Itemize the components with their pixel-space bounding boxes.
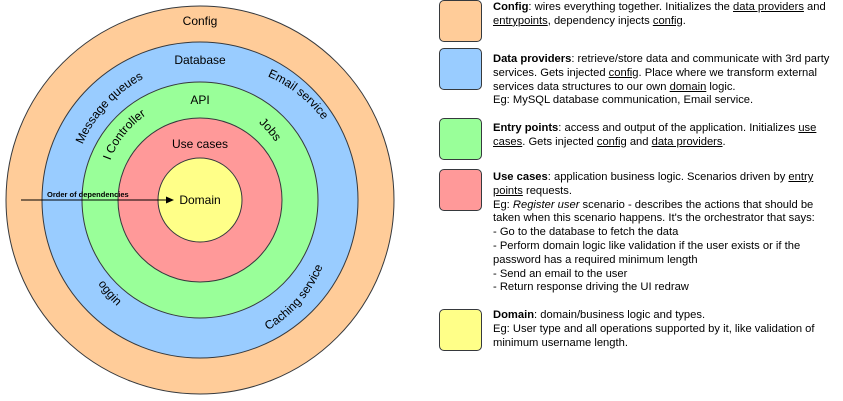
config-title: Config [493, 1, 529, 13]
use-cases-layer-label: Use cases [172, 137, 228, 151]
domain-swatch [439, 309, 482, 351]
data-providers-link-domain: domain [669, 80, 707, 93]
use-cases-step: - Return response driving the UI redraw [493, 281, 689, 294]
data-providers-title: Data providers [493, 53, 572, 65]
order-of-dependencies-label: Order of dependencies [47, 190, 129, 199]
use-cases-step: - Perform domain logic like validation i… [493, 239, 801, 266]
use-cases-step: - Go to the database to fetch the data [493, 226, 679, 239]
use-cases-step: - Send an email to the user [493, 267, 628, 280]
config-link-entrypoints: entrypoints [493, 14, 548, 27]
domain-description: Domain: domain/business logic and types.… [493, 309, 815, 349]
config-swatch [439, 0, 482, 42]
onion-architecture-diagram: Config Database API Use cases Domain Mes… [0, 0, 395, 395]
domain-title: Domain [493, 309, 535, 321]
config-layer-label: Config [183, 14, 218, 28]
use-cases-example-scenario: Register user [512, 198, 580, 211]
entry-points-swatch [439, 118, 482, 160]
entry-points-link-data-providers: data providers [651, 135, 723, 148]
use-cases-link-entry-points: entry points [493, 171, 814, 197]
data-providers-description: Data providers: retrieve/store data and … [493, 53, 830, 107]
config-description: Config: wires everything together. Initi… [493, 1, 826, 27]
database-label: Database [174, 53, 226, 67]
use-cases-description: Use cases: application business logic. S… [493, 171, 815, 294]
dependency-arrow-head [166, 196, 174, 204]
entry-points-title: Entry points [493, 122, 559, 134]
api-label: API [190, 93, 209, 107]
use-cases-title: Use cases [493, 171, 548, 183]
entry-points-description: Entry points: access and output of the a… [493, 122, 817, 148]
entry-points-link-use-cases: use cases [493, 122, 817, 148]
config-link-data-providers: data providers [733, 1, 804, 13]
data-providers-swatch [439, 48, 482, 90]
domain-layer-label: Domain [179, 193, 220, 207]
use-cases-swatch [439, 169, 482, 211]
entry-points-link-config: config [596, 135, 627, 148]
config-link-config: config [652, 14, 683, 27]
data-providers-link-config: config [608, 66, 639, 79]
